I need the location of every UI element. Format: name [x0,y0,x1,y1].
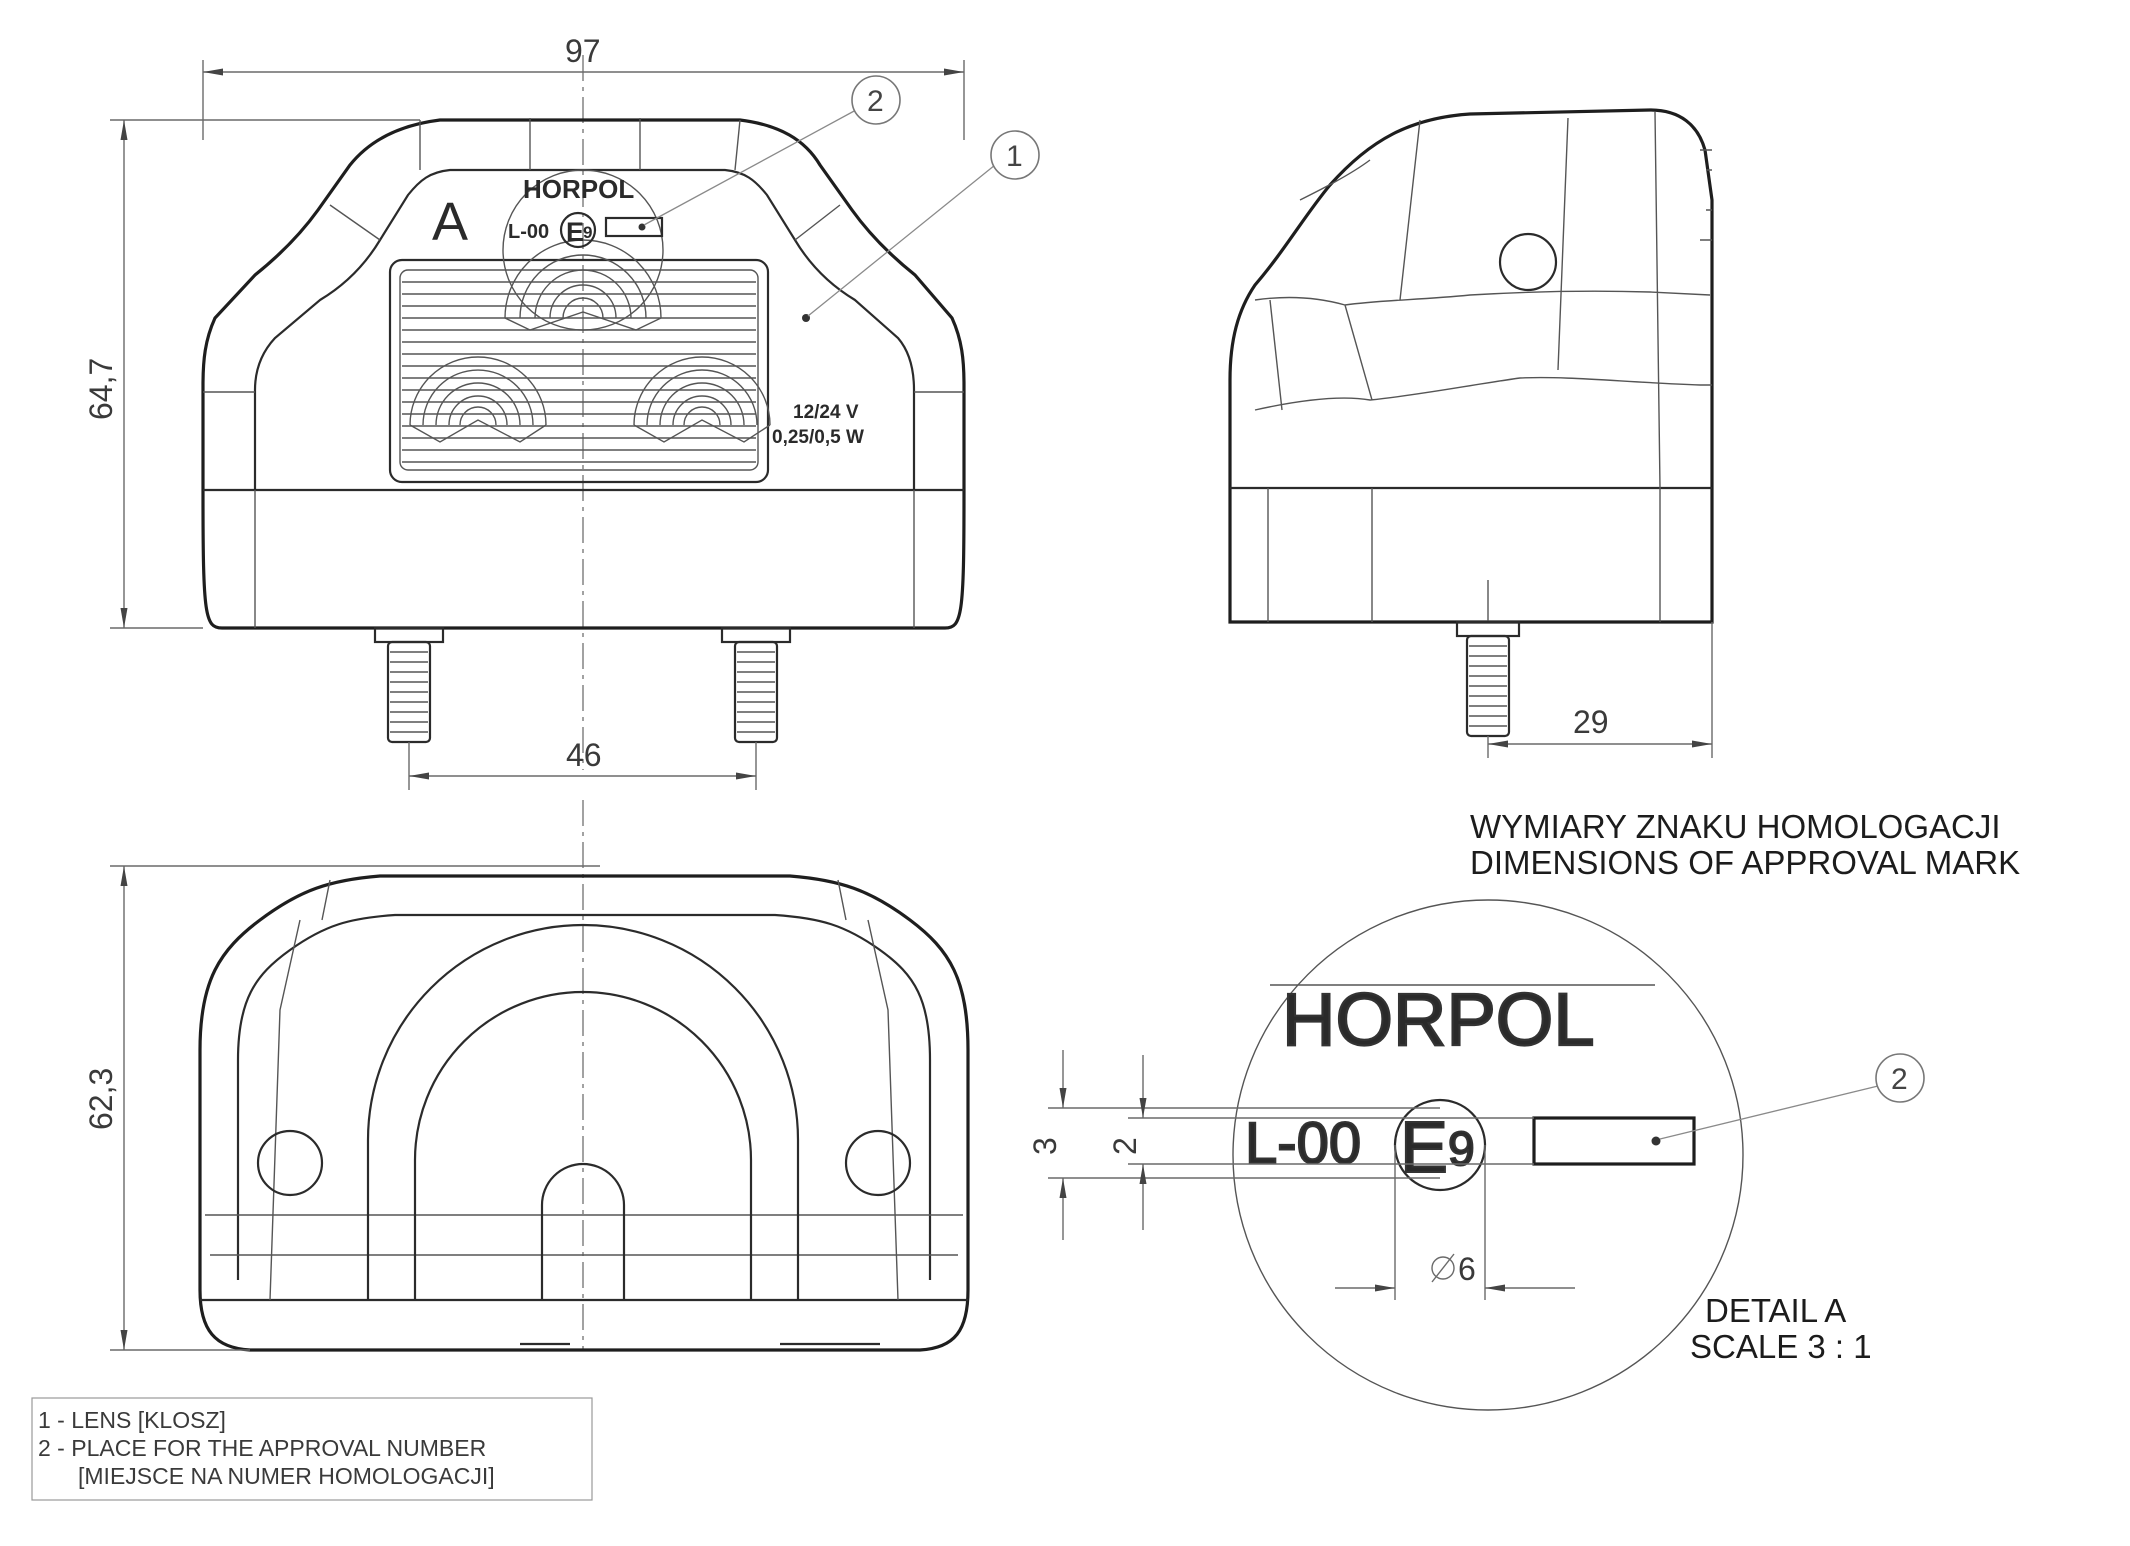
front-e-number: 9 [583,223,592,242]
dim-6-text: 6 [1458,1251,1476,1287]
front-shoulder-ridges [203,204,964,393]
stud-right [720,626,792,744]
dim-97-text: 97 [565,33,601,69]
detail-a-circle [502,169,664,331]
front-e-letter: E [566,217,584,247]
dim-3-text: 3 [1027,1137,1063,1155]
side-reflector-circle [1498,232,1558,292]
front-brand-text: HORPOL [523,174,634,204]
power-text: 0,25/0,5 W [772,427,864,448]
balloon-2 [851,75,901,125]
lens-outer [388,258,770,484]
detail-a-view: HORPOL L-00 E 9 2 3 2 6 [1027,899,1925,1411]
front-top-ridges [419,118,741,171]
dim-647-text: 64,7 [83,358,119,420]
balloon-1-text: 1 [1006,140,1023,173]
bottom-shelf-lines [205,1214,963,1256]
lens-arcs-top [504,239,662,331]
detail-balloon-2 [1875,1053,1925,1103]
detail-a-boundary [1232,899,1744,1411]
lens-arcs-right [633,356,771,443]
bottom-cable-slot [540,1162,626,1300]
detail-code-text: L-00 [1245,1111,1361,1176]
front-e-mark-circle [559,211,597,249]
bottom-arch-outer [366,923,800,1300]
lens-arcs-left [409,356,547,443]
front-approval-dot [638,223,646,231]
bottom-hole-right [844,1129,912,1197]
dim-2-text: 2 [1107,1137,1143,1155]
dim-623-text: 62,3 [83,1068,119,1130]
stud-left [373,626,445,744]
diameter-symbol-icon [1431,1256,1455,1280]
front-housing-outline [201,118,966,630]
dim-29-text: 29 [1573,704,1609,740]
balloon-1 [990,130,1040,180]
bottom-hole-left [256,1129,324,1197]
detail-e-letter: E [1400,1108,1448,1188]
dim-46-text: 46 [566,737,602,773]
detail-balloon-2-text: 2 [1891,1063,1908,1096]
title-line-2: DIMENSIONS OF APPROVAL MARK [1470,844,2020,881]
side-back-ticks [1700,149,1712,211]
balloon-1-leader [807,164,996,317]
bottom-housing-outline [198,874,970,1352]
balloon-2-text: 2 [867,85,884,118]
side-view: 29 [1228,108,1714,758]
front-view: A HORPOL L-00 E 9 12/24 V 0,25/0,5 W 97 [83,33,1040,790]
front-code-text: L-00 [508,221,549,243]
bottom-housing-inner [236,913,932,1280]
lens-ribs [402,281,756,463]
detail-ref-letter: A [432,192,468,252]
bottom-view: 62,3 [83,800,970,1352]
detail-a-label: DETAIL A [1705,1292,1846,1329]
detail-approval-box [1532,1116,1696,1166]
diameter-symbol-slash [1431,1253,1455,1283]
front-approval-box [604,216,664,238]
legend-item-1: 1 - LENS [KLOSZ] [38,1407,226,1433]
side-housing-outline [1228,108,1714,624]
legend-item-2b: [MIEJSCE NA NUMER HOMOLOGACJI] [78,1463,495,1489]
detail-balloon-2-leader [1659,1085,1879,1140]
title-line-1: WYMIARY ZNAKU HOMOLOGACJI [1470,808,2001,845]
legend-box: 1 - LENS [KLOSZ] 2 - PLACE FOR THE APPRO… [31,1397,593,1501]
legend-item-2: 2 - PLACE FOR THE APPROVAL NUMBER [38,1435,486,1461]
detail-approval-dot [1651,1136,1661,1146]
balloon-2-leader [643,109,857,226]
side-contour-lines [1254,111,1712,489]
bottom-edges [269,879,899,1301]
voltage-text: 12/24 V [793,402,859,423]
bottom-arch-inner [413,990,753,1300]
legend-frame [31,1397,593,1501]
scale-label: SCALE 3 : 1 [1690,1328,1872,1365]
detail-brand-text: HORPOL [1282,978,1595,1061]
detail-e-number: 9 [1448,1123,1475,1176]
side-stud [1455,580,1521,738]
